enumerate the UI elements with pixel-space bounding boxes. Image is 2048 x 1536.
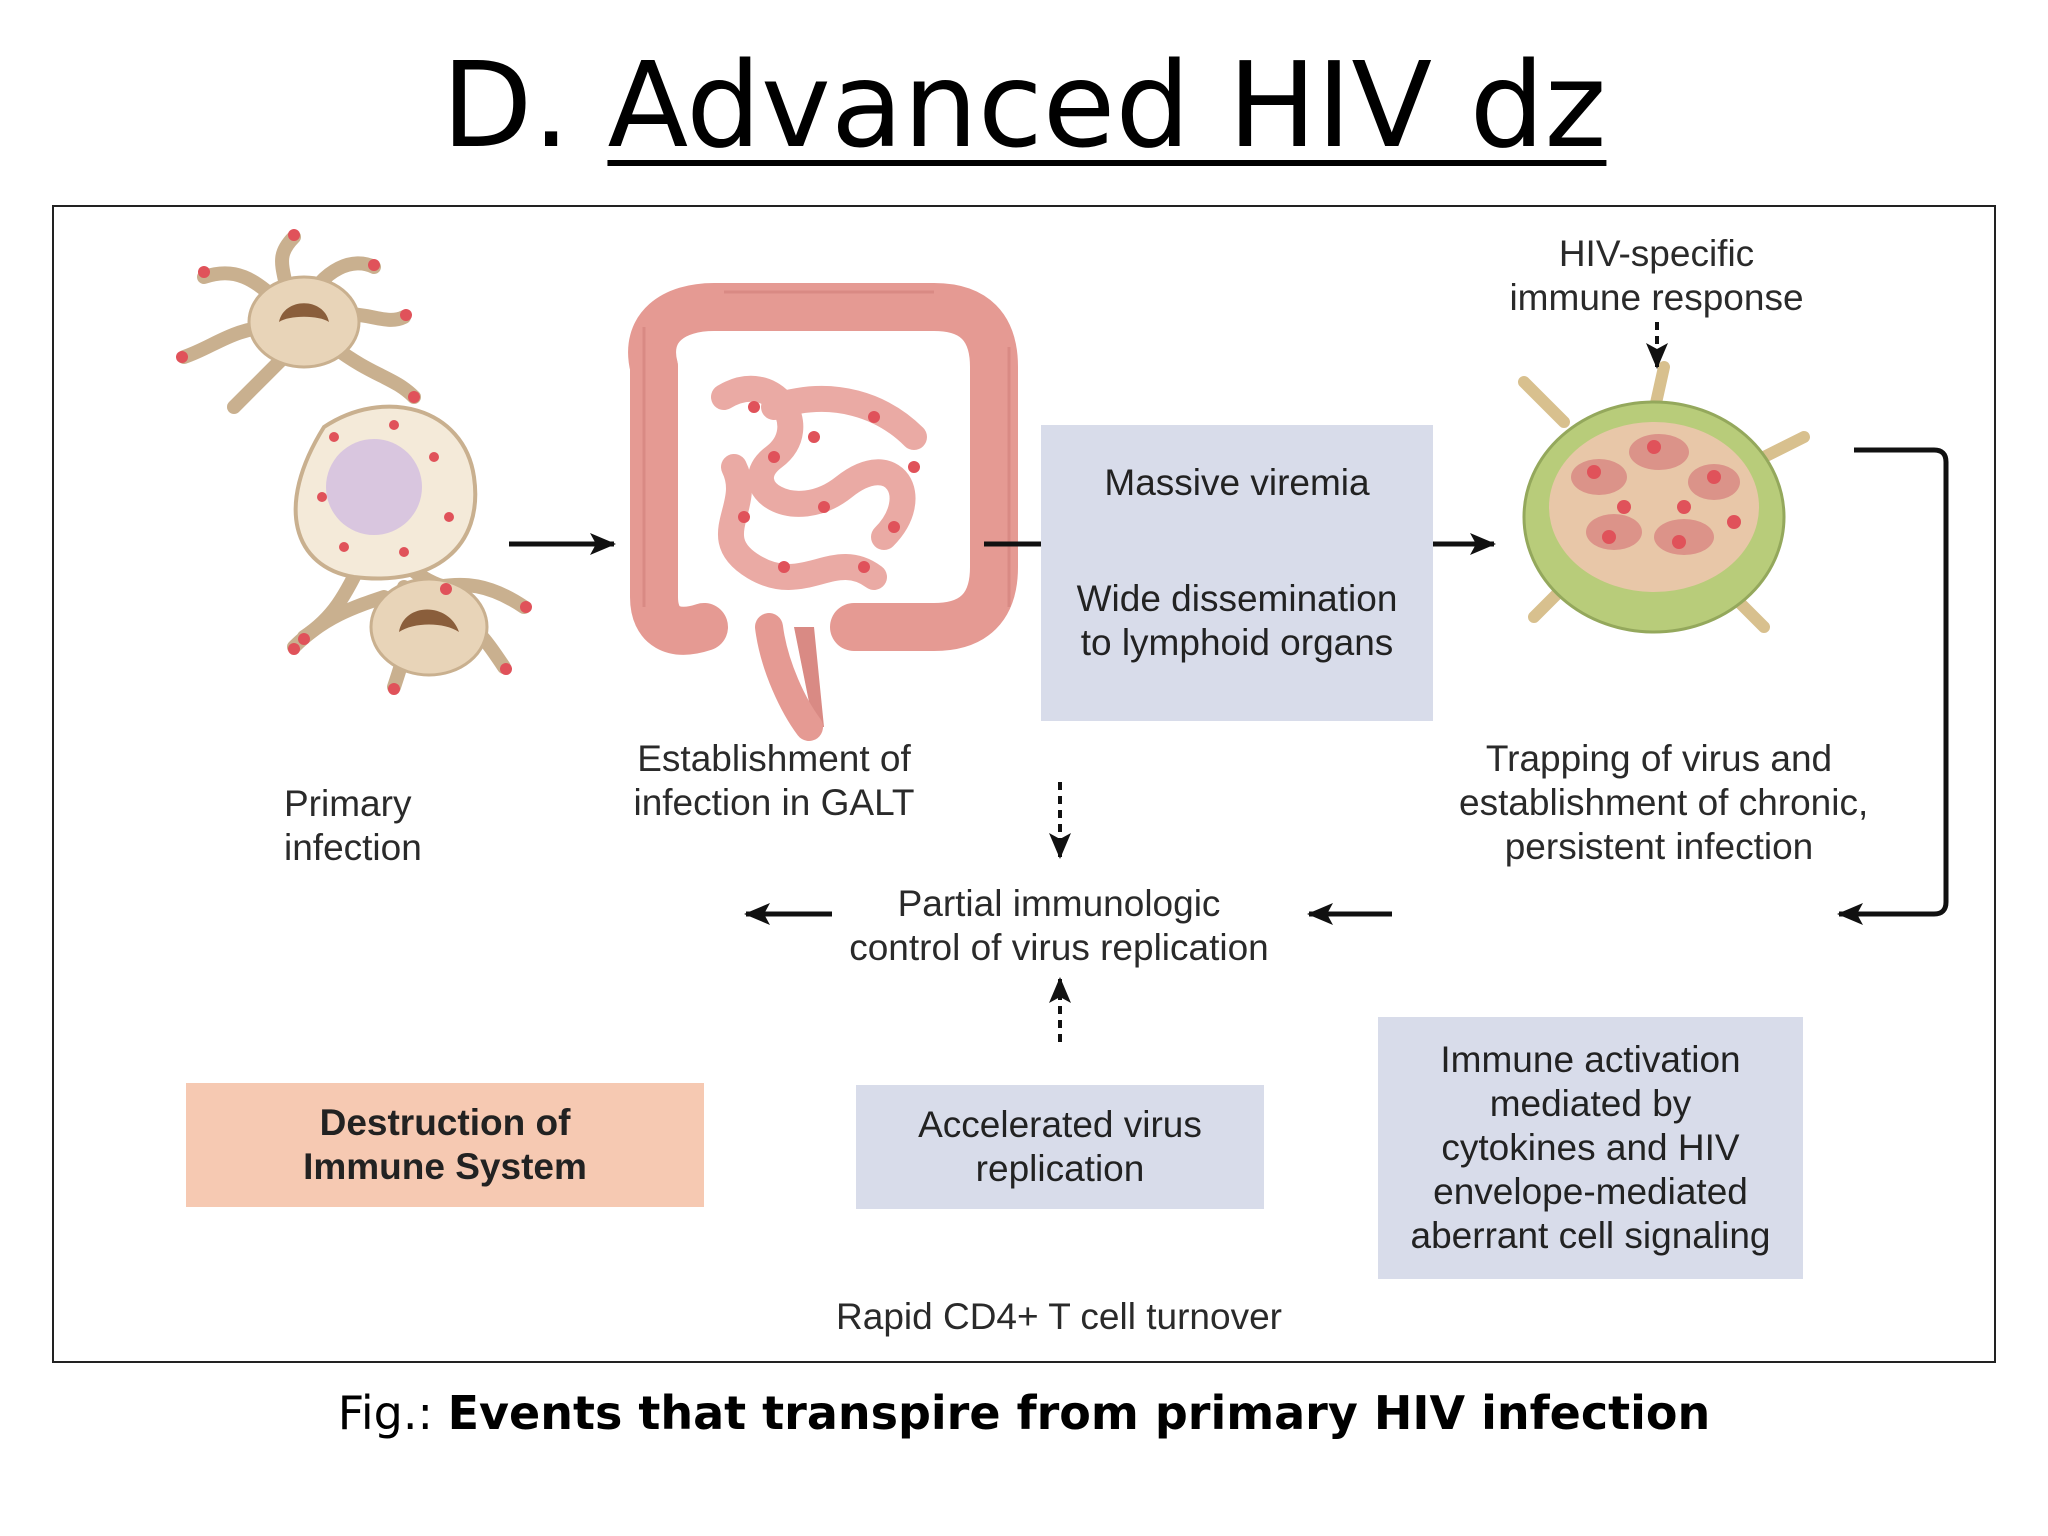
caption-text: Events that transpire from primary HIV i… xyxy=(447,1386,1711,1440)
lymph-node-icon xyxy=(1518,361,1810,634)
caption-prefix: Fig.: xyxy=(337,1386,448,1440)
label-partial-control: Partial immunologic control of virus rep… xyxy=(849,883,1269,968)
arrow-lymph-to-activation xyxy=(1837,447,1949,925)
dendritic-cells-icon xyxy=(176,229,532,695)
diagram-graphics xyxy=(176,229,1949,1042)
label-trapping: Trapping of virus and establishment of c… xyxy=(1459,738,1869,867)
label-primary-infection: Primary infection xyxy=(284,783,422,868)
slide-title: D. Advanced HIV dz xyxy=(0,30,2048,180)
label-hiv-specific-response: HIV-specific immune response xyxy=(1509,233,1804,318)
title-prefix: D. xyxy=(441,36,608,174)
box-immune-activation: Immune activation mediated by cytokines … xyxy=(1378,1017,1803,1279)
box-viremia: Massive viremia Wide dissemination to ly… xyxy=(1041,425,1433,721)
box-accelerated-replication: Accelerated virus replication xyxy=(856,1085,1264,1209)
figure-frame: Primary infection Establishment of infec… xyxy=(52,205,1996,1363)
title-main: Advanced HIV dz xyxy=(607,36,1607,174)
intestine-icon xyxy=(628,283,1018,741)
figure-caption: Fig.: Events that transpire from primary… xyxy=(0,1378,2048,1448)
label-galt: Establishment of infection in GALT xyxy=(633,738,915,823)
box-destruction-immune-system: Destruction of Immune System xyxy=(186,1083,704,1207)
label-cd4-turnover: Rapid CD4+ T cell turnover xyxy=(836,1296,1282,1337)
